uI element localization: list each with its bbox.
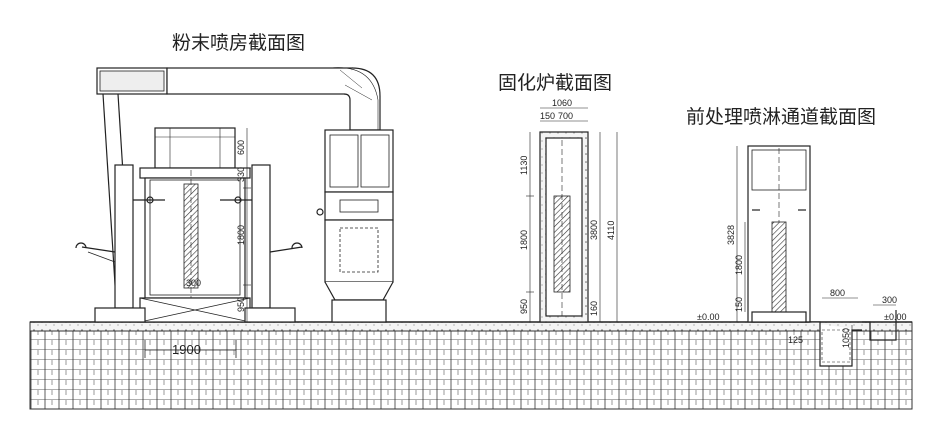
oven-dim-950: 950 (519, 299, 529, 314)
title-powder-booth: 粉末喷房截面图 (172, 32, 306, 54)
pre-dim-125: 125 (788, 335, 803, 345)
oven-dim-1800: 1800 (519, 230, 529, 250)
oven-dim-4110: 4110 (606, 221, 616, 240)
oven-dim-700: 700 (558, 111, 573, 121)
oven-dim-160: 160 (589, 301, 599, 316)
ground-foundation (29, 321, 913, 410)
curing-oven-section (526, 107, 618, 323)
powder-booth-section (75, 67, 394, 358)
title-pretreatment: 前处理喷淋通道截面图 (686, 106, 877, 128)
pre-dim-3828: 3828 (726, 225, 736, 245)
pre-dim-150: 150 (734, 297, 744, 312)
booth-dim-300: 300 (186, 278, 201, 288)
title-curing-oven: 固化炉截面图 (498, 72, 613, 94)
booth-dim-950: 950 (236, 297, 246, 312)
pre-dim-1050: 1050 (841, 328, 851, 348)
pre-zero-right: ±0.00 (884, 312, 906, 322)
pre-dim-1800: 1800 (734, 255, 744, 275)
booth-dim-600: 600 (236, 140, 246, 155)
pre-dim-800: 800 (830, 288, 845, 298)
pre-zero-left: ±0.00 (697, 312, 719, 322)
booth-dim-330: 330 (236, 167, 246, 182)
pre-dim-300: 300 (882, 295, 897, 305)
booth-dim-1900: 1900 (172, 342, 201, 357)
oven-dim-1130: 1130 (519, 156, 529, 175)
booth-dim-1800: 1800 (236, 225, 246, 245)
oven-dim-3800: 3800 (589, 220, 599, 240)
oven-dim-1060: 1060 (552, 98, 572, 108)
oven-dim-150: 150 (540, 111, 555, 121)
pretreatment-section (736, 145, 897, 367)
